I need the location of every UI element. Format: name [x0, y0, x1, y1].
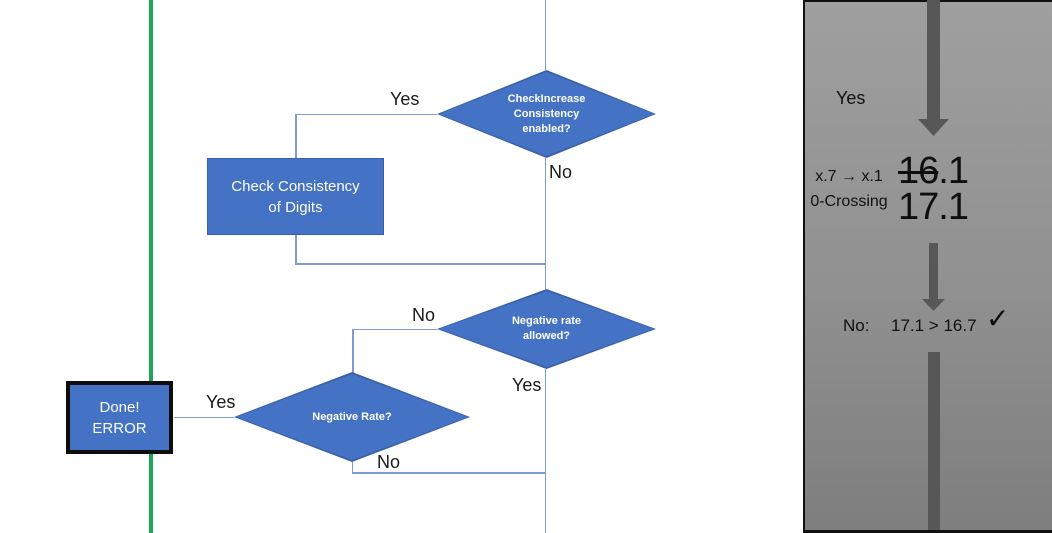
connector-line [295, 263, 545, 265]
down-arrow-icon [929, 243, 938, 299]
edge-label-no-mid: No [412, 305, 436, 325]
decision-text: Negative rate [511, 315, 582, 327]
old-value-struck: 16 [898, 150, 939, 192]
connector-line [295, 113, 297, 159]
terminator-text: Done! [99, 398, 140, 416]
edge-label-yes-mid: Yes [512, 375, 542, 395]
process-text: of Digits [268, 198, 323, 216]
down-arrow-icon [927, 0, 940, 119]
edge-label-no-top: No [549, 162, 573, 182]
decision-check-increase-consistency: CheckIncrease Consistency enabled? [437, 70, 656, 158]
decision-negative-rate-allowed: Negative rate allowed? [437, 289, 656, 369]
down-arrow-icon [928, 352, 940, 530]
panel-annotation: x.7 → x.1 0-Crossing [801, 164, 897, 214]
process-check-consistency: Check Consistency of Digits [207, 158, 384, 235]
decision-text: enabled? [522, 122, 571, 135]
result-label: No: [843, 316, 870, 335]
new-value: 17.1 [898, 186, 969, 228]
old-value-rest: .1 [938, 150, 969, 192]
decision-text: Consistency [513, 107, 580, 120]
old-value: 16.1 [898, 150, 969, 192]
connector-line [544, 0, 546, 70]
annotation-line: x.7 → x.1 [815, 168, 883, 185]
decision-negative-rate: Negative Rate? [234, 372, 470, 462]
connector-line [544, 369, 546, 533]
terminator-text: ERROR [92, 419, 147, 437]
connector-line [544, 158, 546, 289]
edge-label-yes-left: Yes [206, 392, 236, 412]
connector-line [351, 472, 546, 474]
decision-text: CheckIncrease [507, 92, 586, 105]
checkmark-icon: ✓ [986, 302, 1010, 335]
green-guide-line [149, 0, 153, 533]
connector-line [295, 113, 437, 115]
panel-yes-label: Yes [836, 88, 866, 108]
connector-line [174, 416, 234, 418]
connector-line [295, 235, 297, 264]
edge-label-yes-top: Yes [390, 89, 420, 109]
decision-text: allowed? [522, 330, 571, 342]
decision-text: Negative Rate? [312, 410, 392, 423]
annotation-line: 0-Crossing [810, 193, 888, 210]
connector-line [352, 328, 354, 373]
connector-line [351, 462, 353, 474]
result-comparison: 17.1 > 16.7 [891, 316, 977, 335]
edge-label-no-bottom: No [377, 452, 401, 472]
terminator-done-error: Done! ERROR [66, 381, 173, 454]
process-text: Check Consistency [231, 177, 360, 195]
connector-line [352, 328, 437, 330]
